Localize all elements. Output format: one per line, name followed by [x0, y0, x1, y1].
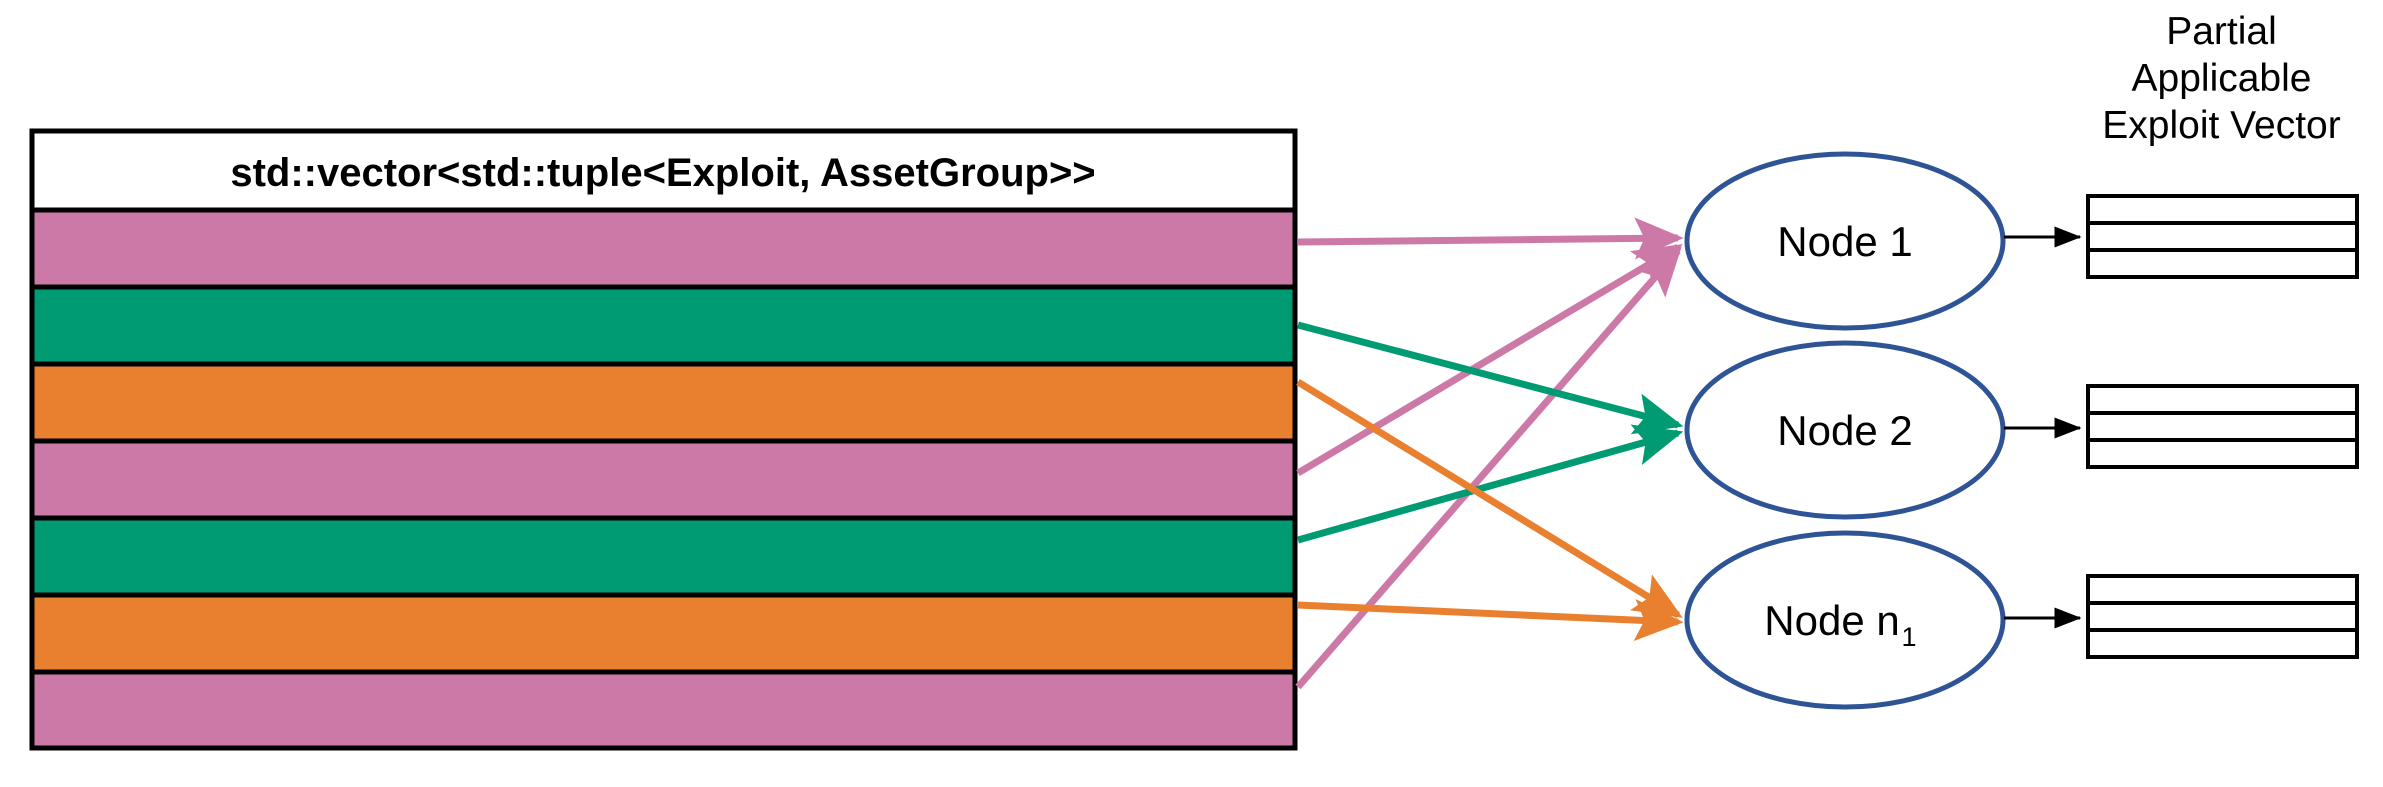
vector-cell [2086, 411, 2359, 442]
vector-cell [2086, 384, 2359, 415]
edge-row5-to-node-n1 [1297, 599, 1684, 642]
edge-row2-to-node-n1 [1296, 379, 1683, 618]
source-table-header-cell [29, 128, 1298, 213]
node-1[interactable]: Node 1 [1684, 151, 2006, 331]
edge-row1-to-node-2 [1297, 321, 1684, 435]
edge-row4-to-node-2 [1297, 424, 1684, 544]
edge-row3-to-node-1 [1296, 243, 1683, 477]
table-row [29, 284, 1298, 367]
edge-row0-to-node-1 [1297, 217, 1684, 260]
table-row [29, 438, 1298, 521]
node-2[interactable]: Node 2 [1684, 340, 2006, 520]
edge-group [1295, 217, 1684, 690]
node-2-ellipse[interactable] [1684, 340, 2006, 520]
vector-cell [2086, 628, 2359, 659]
node-n1-subscript: 1 [1901, 622, 1916, 652]
node-1-label: Node 1 [1777, 218, 1912, 265]
source-vector-table: std::vector<std::tuple<Exploit, AssetGro… [29, 128, 1298, 751]
vector-cell [2086, 438, 2359, 469]
table-row [29, 361, 1298, 444]
table-row [29, 207, 1298, 290]
table-row [29, 515, 1298, 598]
table-row [29, 669, 1298, 751]
vector-cell [2086, 221, 2359, 252]
node-n1-ellipse[interactable] [1684, 530, 2006, 710]
edge-row6-to-node-1 [1295, 246, 1682, 690]
output-vector-title: Partial Applicable Exploit Vector [2102, 10, 2341, 147]
output-vector-3 [2086, 574, 2359, 659]
node-output-connectors [2004, 226, 2082, 629]
node-2-label: Node 2 [1777, 407, 1912, 454]
output-vector-1 [2086, 194, 2359, 279]
vector-cell [2086, 194, 2359, 225]
node-n1-label: Node n [1764, 597, 1899, 644]
vector-cell [2086, 248, 2359, 279]
table-row [29, 592, 1298, 675]
vector-cell [2086, 574, 2359, 605]
source-table-header-label: std::vector<std::tuple<Exploit, AssetGro… [230, 151, 1095, 195]
node-1-ellipse[interactable] [1684, 151, 2006, 331]
vector-cell [2086, 601, 2359, 632]
node-n1[interactable]: Node n 1 [1684, 530, 2006, 710]
output-vector-2 [2086, 384, 2359, 469]
